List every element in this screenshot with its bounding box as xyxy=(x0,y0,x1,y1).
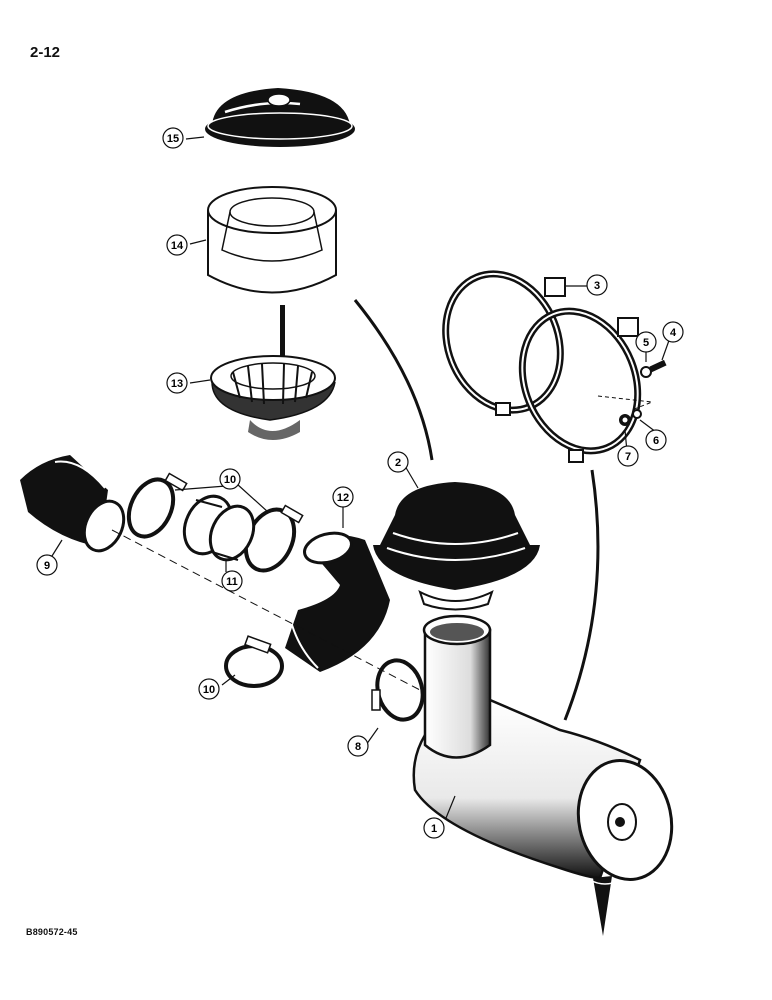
callout-label: 12 xyxy=(337,492,349,504)
callout-label: 9 xyxy=(44,560,50,572)
callout-label: 13 xyxy=(171,378,183,390)
assembly-lines xyxy=(51,136,673,819)
callout-2: 2 xyxy=(387,451,409,473)
band-clamps-part xyxy=(442,270,642,463)
elbow-hose-part xyxy=(20,455,126,553)
hose-clamps-part xyxy=(126,472,304,688)
callout-5: 5 xyxy=(635,331,657,353)
callout-label: 15 xyxy=(167,133,179,145)
callout-1: 1 xyxy=(423,817,445,839)
callout-12: 12 xyxy=(332,486,354,508)
callout-label: 1 xyxy=(431,823,437,835)
fastener-parts xyxy=(597,359,667,426)
callout-label: 4 xyxy=(670,327,677,339)
figure-code: B890572-45 xyxy=(26,927,78,937)
callout-6: 6 xyxy=(645,429,667,451)
callout-label: 8 xyxy=(355,741,361,753)
callout-10-bottom: 10 xyxy=(198,678,220,700)
callout-4: 4 xyxy=(662,321,684,343)
intake-elbow-part xyxy=(285,531,390,672)
body-clamp-part xyxy=(371,658,425,722)
callout-10-top: 10 xyxy=(219,468,241,490)
callout-9: 9 xyxy=(36,554,58,576)
cover-part xyxy=(205,88,355,147)
callout-14: 14 xyxy=(166,234,188,256)
callout-13: 13 xyxy=(166,372,188,394)
callouts: 1 2 3 4 5 6 7 8 9 10 10 11 12 13 14 15 xyxy=(36,127,684,839)
callout-label: 11 xyxy=(226,576,238,588)
callout-8: 8 xyxy=(347,735,369,757)
callout-label: 5 xyxy=(643,337,649,349)
callout-label: 7 xyxy=(625,451,631,463)
callout-3: 3 xyxy=(586,274,608,296)
callout-label: 10 xyxy=(203,684,215,696)
callout-label: 3 xyxy=(594,280,600,292)
precleaner-part xyxy=(210,305,336,440)
page-number: 2-12 xyxy=(30,44,61,61)
callout-11: 11 xyxy=(221,570,243,592)
callout-label: 2 xyxy=(395,457,401,469)
callout-15: 15 xyxy=(162,127,184,149)
callout-label: 10 xyxy=(224,474,236,486)
cap-part xyxy=(373,482,540,611)
filter-element-part xyxy=(207,186,337,294)
coupling-sleeve-part xyxy=(182,494,256,562)
air-cleaner-body-part xyxy=(412,614,674,936)
callout-7: 7 xyxy=(617,445,639,467)
callout-label: 6 xyxy=(653,435,659,447)
callout-label: 14 xyxy=(171,240,184,252)
